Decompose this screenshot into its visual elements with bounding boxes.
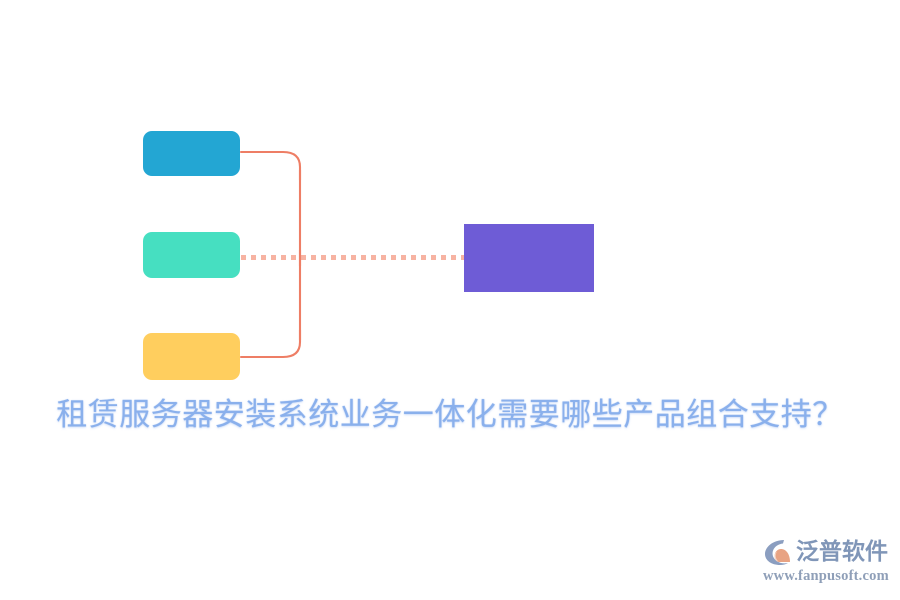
- purple-node[interactable]: [464, 224, 594, 292]
- blue-node[interactable]: [143, 131, 240, 176]
- yellow-node[interactable]: [143, 333, 240, 380]
- connector-yellow-to-spine: [239, 328, 302, 359]
- brand-url: www.fanpusoft.com: [763, 568, 889, 584]
- connector-blue-to-spine: [239, 150, 302, 182]
- logo: 泛普软件: [762, 534, 892, 570]
- teal-node[interactable]: [143, 232, 240, 278]
- fanpu-logo-icon: [765, 540, 790, 565]
- brand-name: 泛普软件: [796, 539, 888, 565]
- watermark: 泛普软件 www.fanpusoft.com: [762, 534, 892, 590]
- page-title: 租赁服务器安装系统业务一体化需要哪些产品组合支持？: [56, 397, 844, 432]
